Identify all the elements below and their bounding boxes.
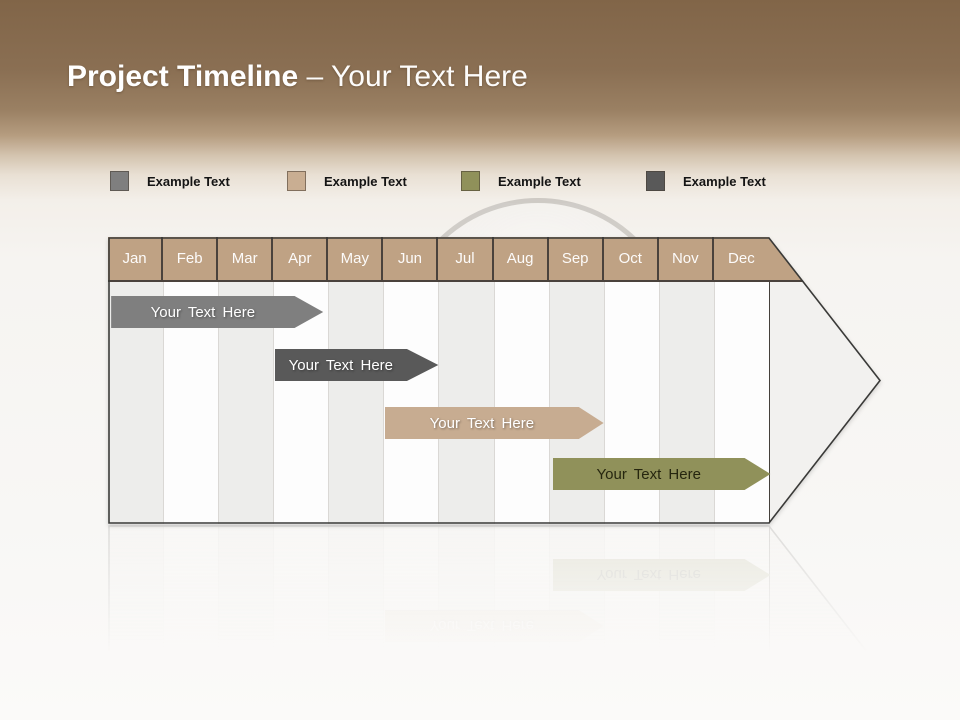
slide-title-bold: Project Timeline	[67, 60, 299, 93]
bar-label: Your Text Here	[429, 414, 535, 432]
legend-swatch-darkgray	[646, 171, 665, 191]
legend-label: Example Text	[498, 173, 581, 189]
month-header-cell: May	[328, 237, 384, 280]
legend-swatch-tan	[287, 171, 306, 191]
month-header-cell: Jun	[383, 237, 439, 280]
legend-swatch-gray	[110, 171, 129, 191]
legend-label: Example Text	[324, 173, 407, 189]
month-header-cell: Jul	[438, 237, 494, 280]
timeline-bar-2[interactable]: Your Text Here	[274, 349, 439, 381]
timeline-bar-3[interactable]: Your Text Here	[384, 407, 604, 439]
legend-item-2: Example Text	[287, 169, 407, 193]
bar-label: Your Text Here	[596, 465, 701, 483]
bar-label: Your Text Here	[288, 356, 394, 374]
month-header-cell: Dec	[728, 250, 755, 267]
legend-label: Example Text	[147, 173, 230, 189]
month-header-cell: Oct	[604, 237, 659, 280]
legend-swatch-olive	[461, 171, 480, 191]
legend-item-4: Example Text	[646, 169, 766, 193]
legend-label: Example Text	[683, 173, 766, 189]
month-header-cell: Sep	[549, 237, 604, 280]
slide-title-placeholder: – Your Text Here	[306, 60, 528, 93]
legend-item-3: Example Text	[461, 169, 581, 193]
month-header-cell: Jan	[108, 237, 164, 280]
timeline-bar-1[interactable]: Your Text Here	[111, 296, 324, 328]
bar-label: Your Text Here	[150, 303, 256, 321]
legend-item-1: Example Text	[110, 169, 230, 193]
month-header-cell: Feb	[163, 237, 219, 280]
slide-title: Project Timeline – Your Text Here	[67, 60, 528, 94]
month-header-cell: Apr	[273, 237, 329, 280]
month-header-cell: Nov	[659, 237, 714, 280]
month-header-cell: Mar	[218, 237, 274, 280]
month-header-cell: Aug	[494, 237, 549, 280]
timeline-bar-4[interactable]: Your Text Here	[552, 458, 771, 490]
